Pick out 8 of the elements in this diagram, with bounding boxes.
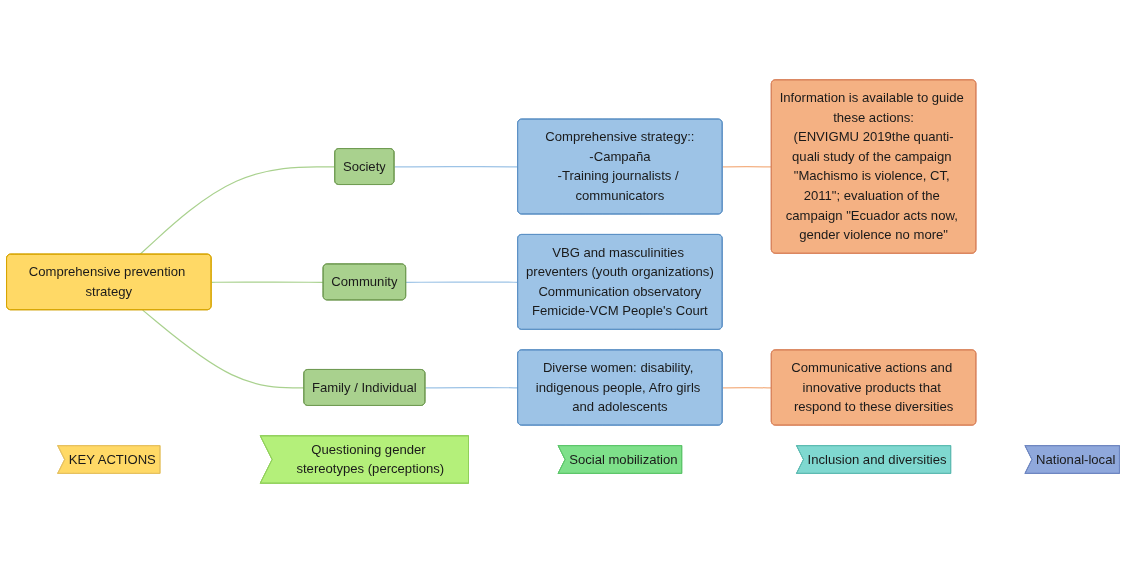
connector [139, 166, 336, 256]
connector [405, 281, 519, 283]
connector [393, 166, 519, 168]
connector [210, 281, 325, 283]
connector [424, 387, 519, 389]
connector [722, 387, 773, 389]
connector [142, 309, 305, 389]
connector [722, 166, 773, 168]
